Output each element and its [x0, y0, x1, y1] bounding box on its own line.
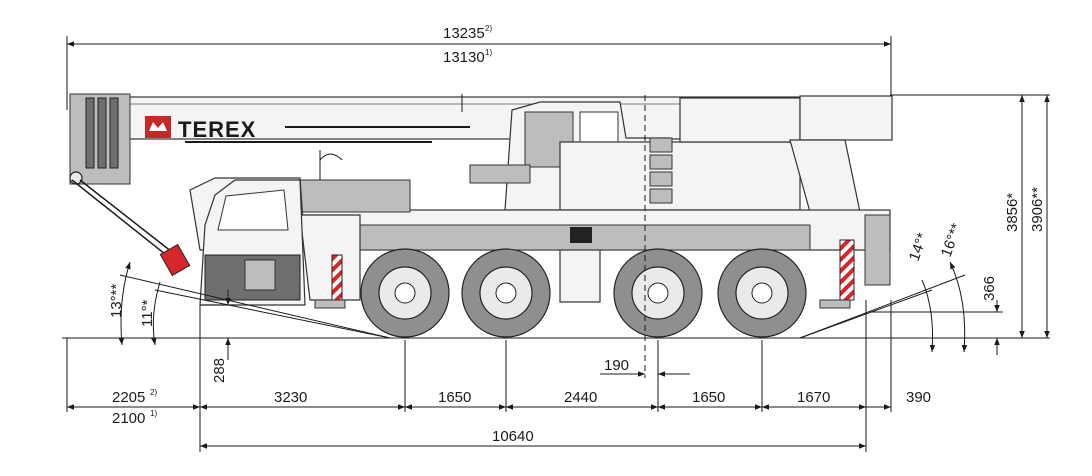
sheave-group	[85, 97, 119, 169]
rear-overhang-label: 390	[906, 389, 931, 406]
overall-length-1-note: 2)	[485, 24, 492, 33]
axle-spacing-4-label: 1650	[692, 389, 725, 406]
front-overhang-2-label: 2100	[112, 410, 145, 427]
terex-logo-icon	[145, 116, 171, 138]
overall-length-dimension: 13235 2) 13130 1)	[66, 24, 892, 110]
ground-clearance-label: 288	[211, 358, 228, 383]
overall-length-1-label: 13235	[443, 25, 485, 42]
rear-warning-panel	[839, 239, 855, 301]
brand-logo-text: TEREX	[178, 117, 256, 142]
overall-length-2-label: 13130	[443, 49, 485, 66]
driver-cab	[199, 150, 343, 306]
wheel-axle-2	[461, 248, 551, 338]
front-approach-2-label: 11°*	[139, 299, 156, 327]
front-warning-panel	[331, 254, 343, 306]
rear-clearance-label: 366	[981, 276, 998, 301]
axle-spacing-dimensions: 2205 2) 2100 1) 3230 1650 2440 1650 1670…	[66, 300, 931, 452]
wheel-axle-4	[717, 248, 807, 338]
height-1-label: 3856*	[1004, 193, 1021, 232]
overall-length-2-note: 1)	[485, 48, 492, 57]
rear-departure-2-label: 16°**	[938, 221, 966, 259]
height-2-label: 3906**	[1029, 187, 1046, 232]
rear-departure-1-label: 14°*	[906, 231, 932, 264]
ground-clearance-dimension: 288	[200, 290, 235, 383]
front-overhang-2-note: 1)	[150, 409, 157, 418]
chassis-length-label: 10640	[492, 428, 534, 445]
wheel-axle-3	[613, 248, 703, 338]
approach-angles: 13°** 11°*	[108, 261, 391, 346]
axle-spacing-2-label: 1650	[438, 389, 471, 406]
front-approach-1-label: 13°**	[108, 283, 125, 318]
center-offset-label: 190	[604, 357, 629, 374]
axle-spacing-3-label: 2440	[564, 389, 597, 406]
axle-spacing-5-label: 1670	[797, 389, 830, 406]
height-dimensions: 3856* 3906** 366	[870, 94, 1050, 355]
crane-cab	[469, 95, 893, 213]
wheel-axle-1	[360, 248, 450, 338]
front-overhang-1-label: 2205	[112, 389, 145, 406]
axle-spacing-1-label: 3230	[274, 389, 307, 406]
center-offset-dimension: 190	[600, 357, 690, 377]
hook-block	[71, 179, 191, 277]
front-overhang-1-note: 2)	[150, 388, 157, 397]
